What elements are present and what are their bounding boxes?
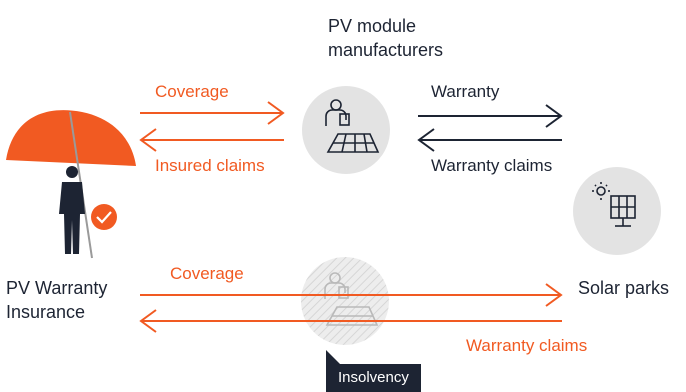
insurance-label-line1: PV Warranty xyxy=(6,278,108,298)
coverage-arrow-bottom xyxy=(140,283,563,307)
warranty-label: Warranty xyxy=(431,82,500,101)
warranty-arrow xyxy=(418,104,563,128)
umbrella-person-icon xyxy=(6,110,136,259)
manufacturer-node xyxy=(302,86,390,174)
warranty-claims-bottom-label: Warranty claims xyxy=(466,336,588,355)
warranty-claims-top-label: Warranty claims xyxy=(431,156,553,175)
warranty-claims-arrow-top xyxy=(417,128,562,152)
solar-parks-node xyxy=(573,167,661,255)
manufacturers-label: PV module manufacturers xyxy=(328,14,443,62)
coverage-top-label: Coverage xyxy=(155,82,229,101)
worker-panel-icon-faded xyxy=(324,272,379,326)
solar-panel-sun-icon xyxy=(592,182,636,227)
insured-claims-label: Insured claims xyxy=(155,156,265,175)
coverage-arrow-top xyxy=(140,101,285,125)
solar-parks-label: Solar parks xyxy=(578,278,670,298)
coverage-bottom-label: Coverage xyxy=(170,264,244,283)
warranty-claims-arrow-bottom xyxy=(139,309,562,333)
worker-panel-icon xyxy=(325,99,380,153)
insurance-label: PV Warranty Insurance xyxy=(6,276,107,324)
manufacturers-label-line1: PV module xyxy=(328,16,417,36)
insurance-label-line2: Insurance xyxy=(6,302,86,322)
insolvency-pointer xyxy=(326,350,340,364)
insolvency-badge: Insolvency xyxy=(326,364,421,392)
insured-claims-arrow xyxy=(139,128,284,152)
check-badge-icon xyxy=(91,204,117,230)
insolvent-manufacturer-node xyxy=(301,257,389,345)
manufacturers-label-line2: manufacturers xyxy=(328,40,444,60)
